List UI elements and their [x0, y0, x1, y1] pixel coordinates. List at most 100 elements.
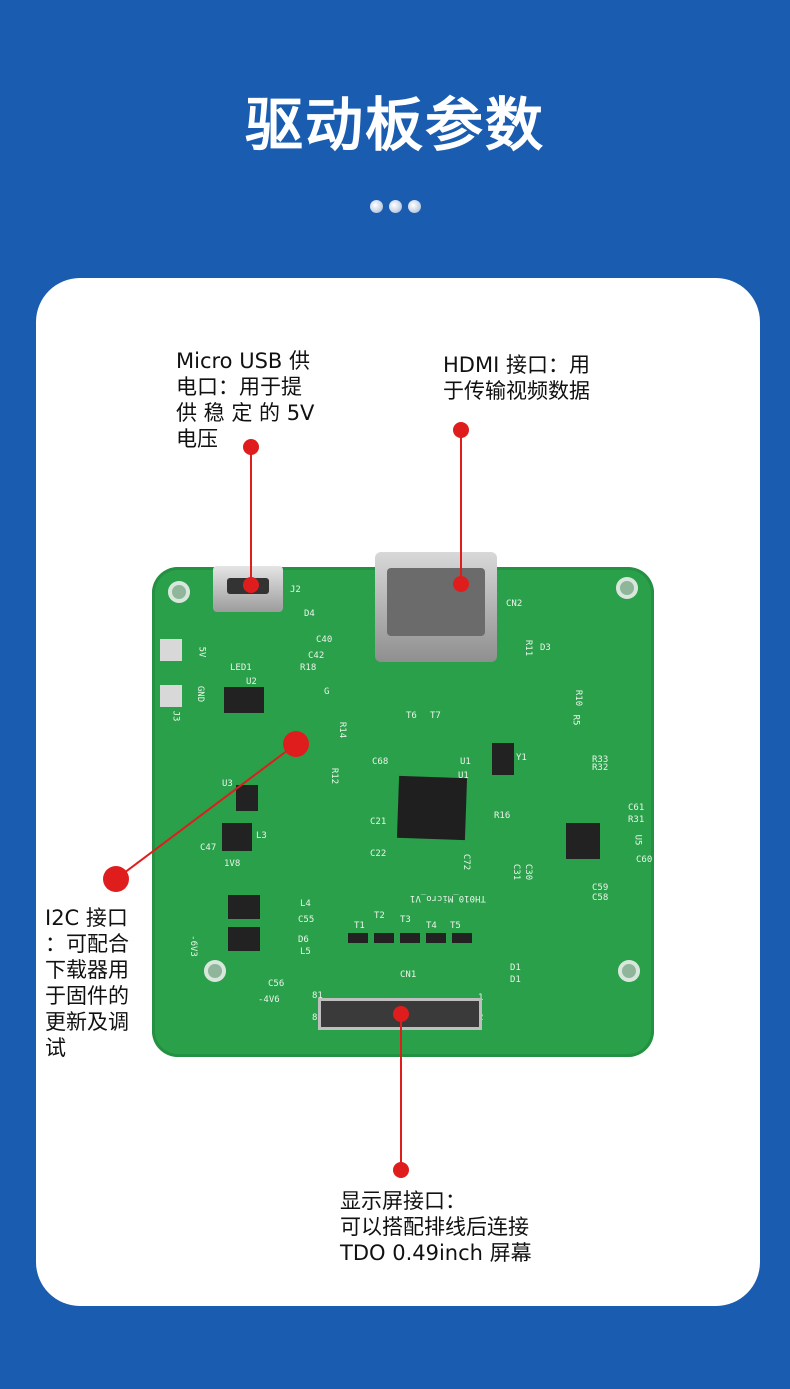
silk-r33: R33 — [592, 755, 609, 765]
hdmi-connector — [375, 552, 497, 662]
chip — [374, 933, 394, 943]
silk-y1: Y1 — [516, 753, 527, 763]
silk-c61: C61 — [628, 803, 645, 813]
silk-r18: R18 — [300, 663, 317, 673]
silk-cn1: CN1 — [400, 970, 417, 980]
silk-t3: T3 — [400, 915, 411, 925]
usb-marker — [243, 439, 259, 455]
i2c-marker — [103, 866, 129, 892]
silk-c68: C68 — [372, 757, 389, 767]
silk-r16: R16 — [494, 811, 511, 821]
usb-marker-end — [243, 577, 259, 593]
chip — [228, 895, 260, 919]
silk-d4: D4 — [304, 609, 315, 619]
display-label: 显示屏接口： 可以搭配排线后连接 TDO 0.49inch 屏幕 — [340, 1189, 532, 1265]
chip — [426, 933, 446, 943]
mount-hole — [168, 581, 190, 603]
i2c-marker-end — [283, 731, 309, 757]
silk-d6: D6 — [298, 935, 309, 945]
silk-d1: D1 — [510, 975, 521, 985]
hdmi-marker-end — [453, 576, 469, 592]
hdmi-marker — [453, 422, 469, 438]
silk-j2: J2 — [290, 585, 301, 595]
mcu-chip — [396, 775, 468, 841]
silk-c56: C56 — [268, 979, 285, 989]
silk-c60: C60 — [636, 855, 653, 865]
silk-pin-81: 81 — [312, 991, 323, 1001]
silk-4v6: -4V6 — [258, 995, 280, 1005]
silk-u3: U3 — [222, 779, 233, 789]
silk-5v: 5V — [196, 646, 207, 658]
chip — [222, 823, 252, 851]
pad — [160, 685, 182, 707]
silk-c21: C21 — [370, 817, 387, 827]
mount-hole — [618, 960, 640, 982]
silk-u1: U1 — [458, 771, 469, 781]
hdmi-label: HDMI 接口：用 于传输视频数据 — [443, 353, 590, 403]
silk-u2: U2 — [246, 677, 257, 687]
silk-c58: C58 — [592, 893, 609, 903]
pad — [160, 639, 182, 661]
board-name: TH010_Micro_V1 — [410, 893, 486, 903]
silk-t5: T5 — [450, 921, 461, 931]
silk-l5: L5 — [300, 947, 311, 957]
chip — [236, 785, 258, 811]
chip — [452, 933, 472, 943]
silk-r11: R11 — [523, 639, 534, 657]
silk-led1: LED1 — [230, 663, 252, 673]
silk-u5: U5 — [632, 834, 643, 846]
silk-r14: R14 — [337, 721, 348, 739]
usb-callout-line — [250, 446, 252, 584]
silk-r5: R5 — [570, 714, 581, 726]
dot-icon — [407, 200, 421, 213]
i2c-label: I2C 接口 ：可配合 下载器用 于固件的 更新及调 试 — [45, 906, 129, 1060]
silk-t6: T6 — [406, 711, 417, 721]
silk-c47: C47 — [200, 843, 217, 853]
chip — [566, 823, 600, 859]
silk-j3: J3 — [170, 710, 181, 722]
dot-icon — [369, 200, 383, 213]
silk-r10: R10 — [573, 689, 584, 707]
chip — [400, 933, 420, 943]
usb-label: Micro USB 供 电口：用于提 供 稳 定 的 5V 电压 — [176, 349, 315, 451]
silk-c42: C42 — [308, 651, 325, 661]
silk-t4: T4 — [426, 921, 437, 931]
silk-r12: R12 — [329, 767, 340, 785]
display-marker-end — [393, 1162, 409, 1178]
dot-icon — [388, 200, 402, 213]
silk-6v3: -6V3 — [187, 935, 198, 957]
silk-c30: C30 — [523, 863, 534, 881]
silk-r31: R31 — [628, 815, 645, 825]
silk-d1-b: D1 — [510, 963, 521, 973]
silk-c55: C55 — [298, 915, 315, 925]
silk-r32: R32 — [592, 763, 609, 773]
chip — [228, 927, 260, 951]
silk-1v8: 1V8 — [224, 859, 241, 869]
silk-c22: C22 — [370, 849, 387, 859]
display-callout-line — [400, 1014, 402, 1170]
silk-c40: C40 — [316, 635, 333, 645]
silk-t2: T2 — [374, 911, 385, 921]
silk-t7: T7 — [430, 711, 441, 721]
silk-c31: C31 — [511, 863, 522, 881]
chip — [224, 687, 264, 713]
hdmi-callout-line — [460, 430, 462, 584]
chip — [492, 743, 514, 775]
silk-l4: L4 — [300, 899, 311, 909]
pagination-dots — [0, 198, 790, 217]
mount-hole — [616, 577, 638, 599]
silk-gnd: GND — [195, 685, 206, 703]
silk-pin-80: 80 — [312, 1013, 323, 1023]
silk-c59: C59 — [592, 883, 609, 893]
silk-l3: L3 — [256, 831, 267, 841]
mount-hole — [204, 960, 226, 982]
silk-cn2: CN2 — [506, 599, 523, 609]
silk-d3: D3 — [540, 643, 551, 653]
page-title: 驱动板参数 — [244, 91, 545, 159]
silk-u1-b: U1 — [460, 757, 471, 767]
silk-g: G — [324, 687, 330, 697]
chip — [348, 933, 368, 943]
silk-c72: C72 — [461, 853, 472, 871]
display-marker — [393, 1006, 409, 1022]
silk-t1: T1 — [354, 921, 365, 931]
